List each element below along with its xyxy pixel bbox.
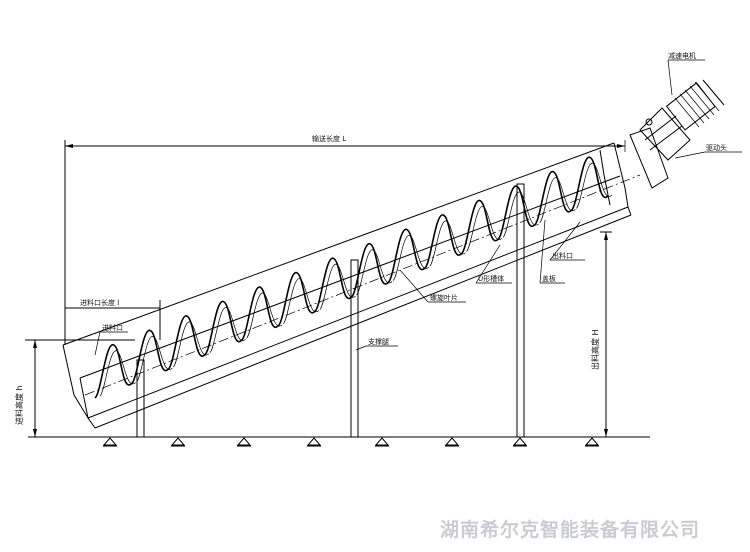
anchor-foot xyxy=(374,437,390,447)
motor-reducer-label: 减速电机 xyxy=(668,51,696,60)
u-trough-label: U形槽体 xyxy=(478,274,504,283)
spiral-flight xyxy=(240,286,279,341)
spiral-flight-inner xyxy=(172,321,210,368)
anchor-foot xyxy=(306,437,322,447)
spiral-flight-inner xyxy=(246,292,283,339)
dimension-inlet-height: 进料高度 h xyxy=(14,339,135,437)
spiral-flight-inner xyxy=(356,249,393,296)
spiral-flight-inner xyxy=(282,278,320,325)
drive-assembly xyxy=(629,79,725,189)
dimension-discharge-height: 出料高度 H xyxy=(590,231,612,437)
anchor-foot xyxy=(102,437,118,447)
spiral-flight-inner xyxy=(466,206,503,252)
spiral-flight xyxy=(534,170,572,226)
conveyor-length-label: 输送长度 L xyxy=(312,134,346,143)
spiral-flight xyxy=(570,156,609,212)
spiral-flight-inner xyxy=(502,191,539,238)
support-leg-label: 支撑腿 xyxy=(368,337,389,346)
spiral-flight xyxy=(204,300,243,356)
spiral-blade xyxy=(94,156,613,399)
spiral-flight-inner xyxy=(429,220,466,267)
inlet-height-label: 进料高度 h xyxy=(14,385,24,425)
company-watermark: 湖南希尔克智能装备有限公司 xyxy=(440,518,700,541)
dimension-conveyor-length: 输送长度 L xyxy=(64,134,626,345)
spiral-flight xyxy=(497,185,536,240)
spiral-flight-inner xyxy=(539,177,576,224)
spiral-flight xyxy=(277,271,316,327)
spiral-flight-inner xyxy=(576,162,613,209)
spiral-flight-inner xyxy=(319,263,356,310)
anchor-foot xyxy=(512,437,528,447)
support-leg-1 xyxy=(136,359,145,438)
dimension-inlet-length: 进料口长度 l xyxy=(65,298,161,340)
motor-body xyxy=(665,79,725,131)
spiral-flight xyxy=(167,315,206,370)
spiral-flight xyxy=(314,257,353,313)
spiral-flight xyxy=(387,228,426,284)
anchor-foot xyxy=(444,437,460,447)
spiral-flight xyxy=(350,242,389,298)
cover-label: 盖板 xyxy=(542,274,556,283)
anchor-foot xyxy=(584,437,600,447)
spiral-flight-inner xyxy=(99,350,136,397)
callouts: 进料口 支撑腿 螺旋叶片 U形槽体 盖板 出料口 驱动头 减速电机 xyxy=(94,51,742,356)
anchor-foot xyxy=(170,437,186,447)
discharge-height-label: 出料高度 H xyxy=(590,329,600,370)
outlet-label: 出料口 xyxy=(552,251,573,260)
anchor-foot xyxy=(236,437,252,447)
spiral-flight xyxy=(94,343,133,399)
drive-head-label: 驱动头 xyxy=(706,143,727,152)
spiral-flight-inner xyxy=(209,307,246,353)
support-legs xyxy=(136,183,525,438)
support-leg-2 xyxy=(350,259,359,438)
support-leg-3 xyxy=(516,183,525,438)
spiral-flight-inner xyxy=(392,235,430,281)
trough-body xyxy=(62,142,641,429)
inlet-label: 进料口 xyxy=(102,323,123,332)
spiral-blade-label: 螺旋叶片 xyxy=(430,293,458,302)
anchor-feet xyxy=(102,437,600,447)
spiral-flight xyxy=(424,214,462,269)
spiral-flight xyxy=(460,199,499,255)
spiral-flight-inner xyxy=(136,336,173,382)
inlet-length-label: 进料口长度 l xyxy=(80,298,119,307)
